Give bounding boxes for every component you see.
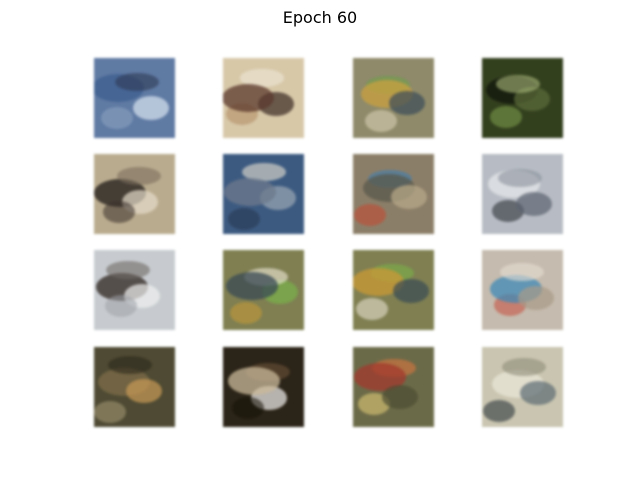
- sample-7: [353, 154, 434, 234]
- sample-8: [482, 154, 563, 234]
- sample-16: [482, 347, 563, 427]
- sample-1: [94, 58, 175, 138]
- sample-4: [482, 58, 563, 138]
- sample-9: [94, 250, 175, 330]
- sample-2: [223, 58, 304, 138]
- sample-6: [223, 154, 304, 234]
- sample-3: [353, 58, 434, 138]
- sample-14: [223, 347, 304, 427]
- sample-5: [94, 154, 175, 234]
- sample-13: [94, 347, 175, 427]
- figure-title: Epoch 60: [282, 8, 358, 27]
- sample-12: [482, 250, 563, 330]
- sample-15: [353, 347, 434, 427]
- sample-11: [353, 250, 434, 330]
- sample-10: [223, 250, 304, 330]
